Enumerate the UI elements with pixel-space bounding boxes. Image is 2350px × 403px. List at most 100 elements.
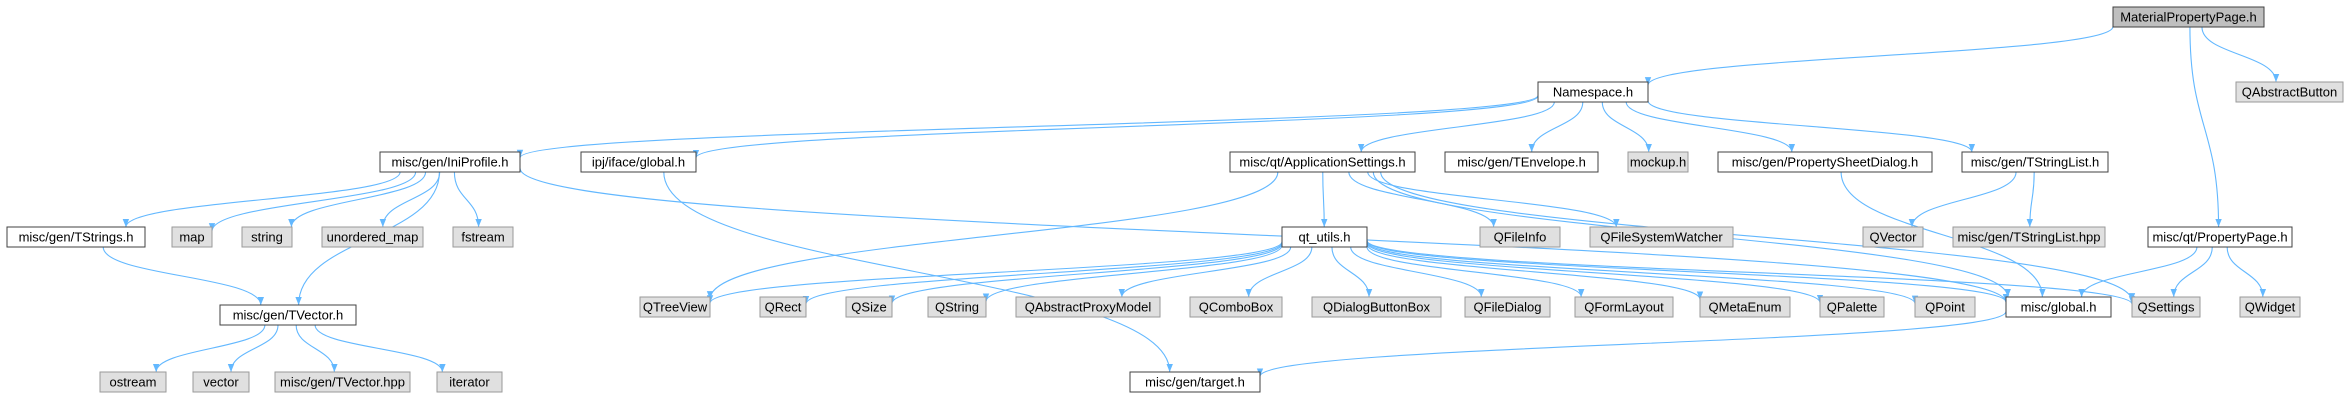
edge-qtutils-to-qfl: [1366, 246, 1585, 298]
node-box: [1699, 296, 1791, 318]
node-label: ostream: [110, 374, 157, 389]
edge-tvec-to-tvhpp: [295, 324, 338, 373]
edge-tvec-to-ostream: [152, 324, 266, 373]
node-label: misc/gen/PropertySheetDialog.h: [1732, 154, 1918, 169]
node-box: [192, 371, 250, 393]
edge-ppage-to-qwidget: [2226, 246, 2267, 298]
edge-qtutils-to-qsettings: [1366, 240, 2136, 305]
edge-ns-to-mockup: [1601, 101, 1652, 153]
node-label: QFileDialog: [1474, 299, 1542, 314]
node-misc-qt-propertypage-h[interactable]: misc/qt/PropertyPage.h: [2147, 226, 2293, 248]
edge-ini-to-map: [208, 171, 417, 232]
node-iterator: iterator: [436, 371, 503, 393]
edge-tvec-to-vector: [227, 324, 279, 373]
node-box: [1862, 226, 1924, 248]
node-label: QFormLayout: [1584, 299, 1664, 314]
node-misc-gen-tvector-hpp: misc/gen/TVector.hpp: [274, 371, 411, 393]
node-qfiledialog: QFileDialog: [1464, 296, 1551, 318]
edge-ns-to-ini: [517, 94, 1539, 159]
node-label: misc/global.h: [2021, 299, 2097, 314]
node-qdialogbuttonbox: QDialogButtonBox: [1311, 296, 1442, 318]
edge-ini-to-string: [288, 171, 427, 228]
node-qabstractbutton: QAbstractButton: [2235, 81, 2344, 103]
node-label: unordered_map: [327, 229, 419, 244]
node-label: QAbstractProxyModel: [1025, 299, 1152, 314]
node-box: [241, 226, 293, 248]
node-label: misc/qt/ApplicationSettings.h: [1239, 154, 1405, 169]
node-label: misc/gen/TEnvelope.h: [1457, 154, 1586, 169]
node-box: [2131, 296, 2201, 318]
node-box: [452, 226, 514, 248]
node-misc-gen-tenvelope-h[interactable]: misc/gen/TEnvelope.h: [1444, 151, 1599, 173]
node-box: [99, 371, 167, 393]
node-namespace-h[interactable]: Namespace.h: [1537, 81, 1649, 103]
node-box: [1819, 296, 1885, 318]
node-box: [274, 371, 411, 393]
node-misc-gen-iniprofile-h[interactable]: misc/gen/IniProfile.h: [379, 151, 521, 173]
node-qpoint: QPoint: [1914, 296, 1976, 318]
edge-ini-to-tstr: [122, 171, 401, 228]
node-box: [759, 296, 807, 318]
edge-appset-to-qsettings: [1380, 171, 2136, 302]
node-label: QComboBox: [1199, 299, 1274, 314]
edge-ns-to-ipj: [693, 95, 1539, 159]
node-qmetaenum: QMetaEnum: [1699, 296, 1791, 318]
edge-ini-to-umap: [379, 171, 441, 228]
node-label: qt_utils.h: [1298, 229, 1350, 244]
node-ostream: ostream: [99, 371, 167, 393]
edge-appset-to-qtutils: [1321, 171, 1328, 228]
edge-appset-to-qfsw: [1367, 171, 1620, 228]
edge-qtutils-to-qdbb: [1331, 246, 1373, 298]
node-misc-gen-tstrings-h[interactable]: misc/gen/TStrings.h: [6, 226, 146, 248]
node-mockup-h: mockup.h: [1627, 151, 1689, 173]
edge-mpp-to-qab: [2201, 26, 2280, 83]
node-qsize: QSize: [845, 296, 893, 318]
node-misc-gen-tvector-h[interactable]: misc/gen/TVector.h: [219, 304, 357, 326]
node-materialpropertypage-h[interactable]: MaterialPropertyPage.h: [2112, 6, 2265, 28]
node-box: [639, 296, 711, 318]
node-misc-gen-target-h[interactable]: misc/gen/target.h: [1129, 371, 1261, 393]
node-box: [1961, 151, 2109, 173]
node-label: QAbstractButton: [2242, 84, 2337, 99]
node-qfileinfo: QFileInfo: [1479, 226, 1561, 248]
node-misc-gen-tstringlist-h[interactable]: misc/gen/TStringList.h: [1961, 151, 2109, 173]
node-vector: vector: [192, 371, 250, 393]
node-label: map: [179, 229, 204, 244]
node-string: string: [241, 226, 293, 248]
node-box: [6, 226, 146, 248]
edge-qtutils-to-qfd: [1350, 246, 1485, 298]
node-label: misc/gen/TVector.h: [233, 307, 344, 322]
node-box: [1589, 226, 1734, 248]
node-label: QMetaEnum: [1709, 299, 1782, 314]
edge-qtutils-to-qrect: [802, 242, 1283, 305]
node-box: [1129, 371, 1261, 393]
node-misc-gen-tstringlist-hpp: misc/gen/TStringList.hpp: [1952, 226, 2106, 248]
edge-ns-to-psd: [1625, 101, 1796, 153]
edge-qtutils-to-qstring: [982, 244, 1283, 302]
node-unordered-map: unordered_map: [321, 226, 424, 248]
node-box: [1015, 296, 1161, 318]
node-qpalette: QPalette: [1819, 296, 1885, 318]
node-box: [2235, 81, 2344, 103]
node-label: QPoint: [1925, 299, 1965, 314]
node-label: misc/gen/TStringList.h: [1971, 154, 2100, 169]
node-qt-utils-h[interactable]: qt_utils.h: [1281, 226, 1368, 248]
node-box: [436, 371, 503, 393]
node-misc-gen-propertysheetdialog-h[interactable]: misc/gen/PropertySheetDialog.h: [1717, 151, 1933, 173]
node-qsettings: QSettings: [2131, 296, 2201, 318]
node-label: QPalette: [1827, 299, 1878, 314]
node-label: misc/gen/TVector.hpp: [280, 374, 405, 389]
node-ipj-iface-global-h[interactable]: ipj/iface/global.h: [580, 151, 697, 173]
node-qfilesystemwatcher: QFileSystemWatcher: [1589, 226, 1734, 248]
node-label: mockup.h: [1630, 154, 1686, 169]
node-box: [219, 304, 357, 326]
edge-qtutils-to-qpal: [1366, 242, 1824, 303]
node-label: misc/gen/IniProfile.h: [391, 154, 508, 169]
node-label: misc/gen/TStrings.h: [19, 229, 134, 244]
node-label: ipj/iface/global.h: [592, 154, 685, 169]
node-misc-global-h[interactable]: misc/global.h: [2005, 296, 2112, 318]
node-misc-qt-applicationsettings-h[interactable]: misc/qt/ApplicationSettings.h: [1229, 151, 1416, 173]
edge-qtutils-to-qcombo: [1245, 246, 1313, 298]
